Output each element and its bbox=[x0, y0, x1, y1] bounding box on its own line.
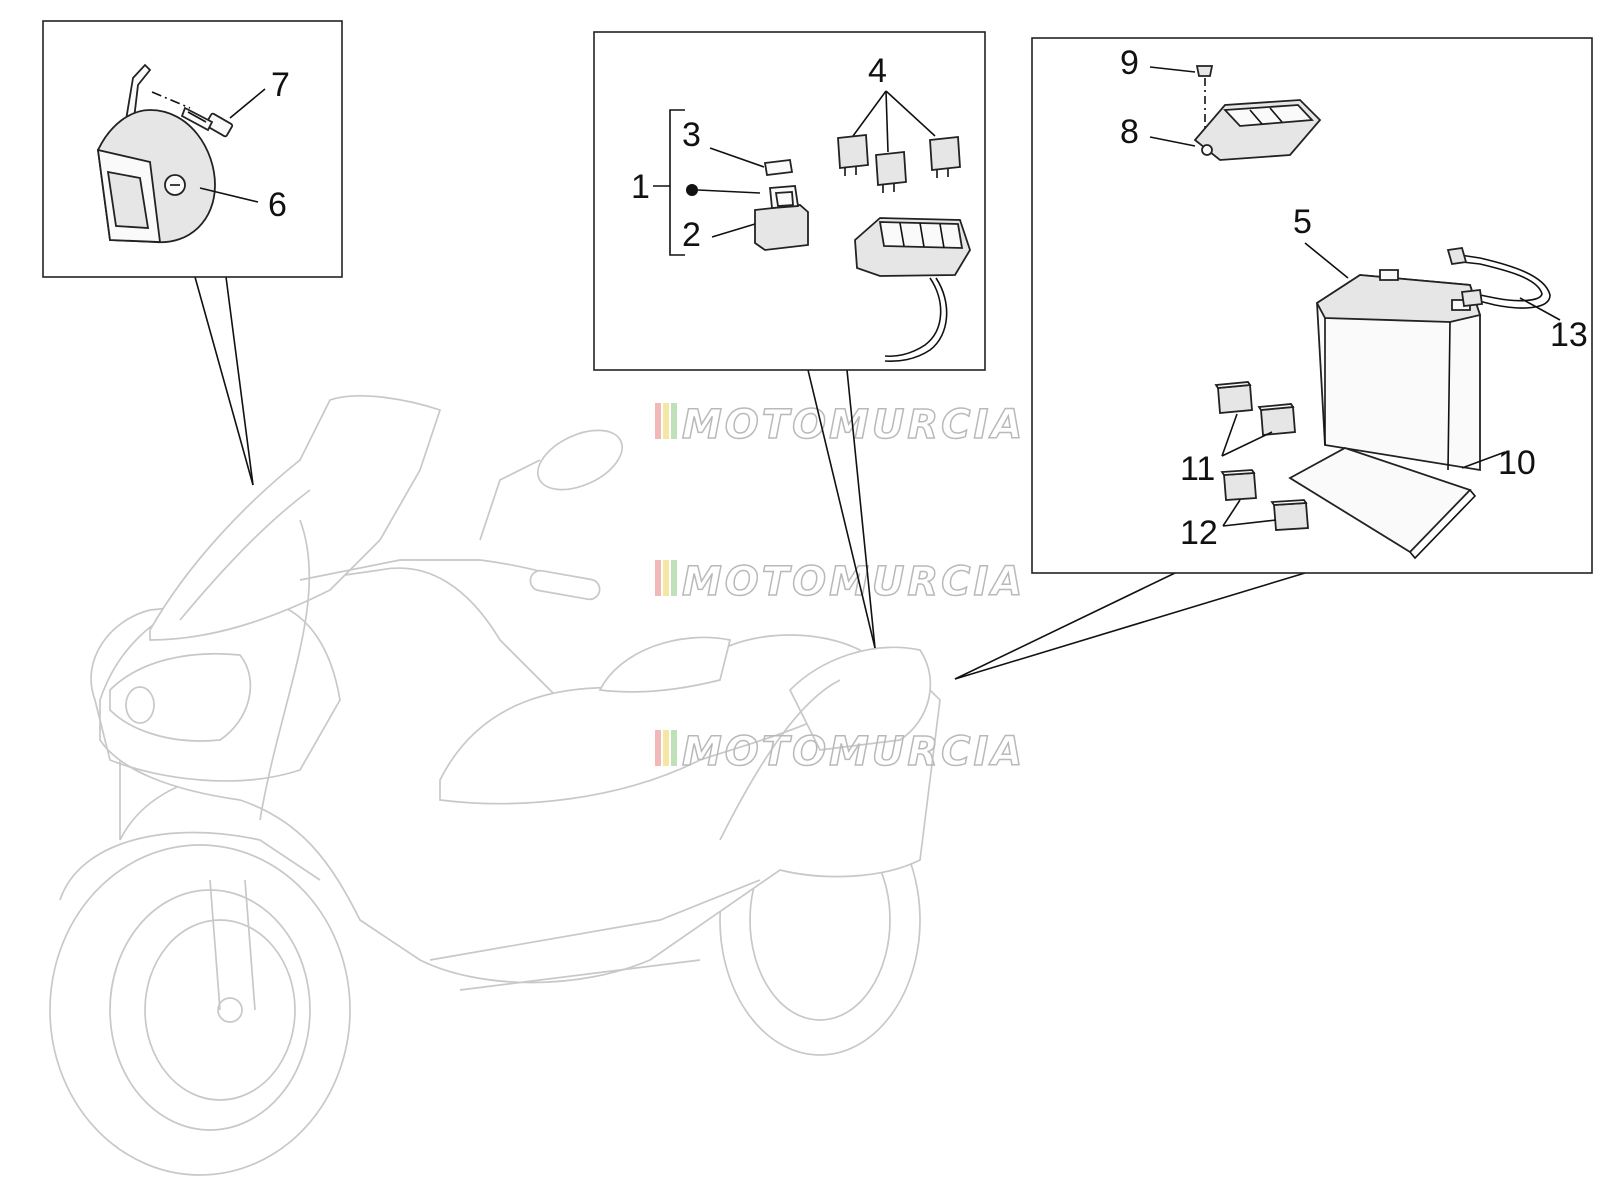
callout-13: 13 bbox=[1550, 316, 1588, 354]
callout-4: 4 bbox=[868, 52, 887, 90]
fuse-holder-2 bbox=[754, 185, 809, 251]
battery-5 bbox=[1315, 269, 1482, 472]
watermark-text: MOTOMURCIA bbox=[682, 729, 1025, 775]
pads-11 bbox=[1214, 381, 1296, 436]
callout-8: 8 bbox=[1120, 113, 1139, 151]
callout-5: 5 bbox=[1293, 203, 1312, 241]
callout-7: 7 bbox=[271, 66, 290, 104]
cover-8 bbox=[1193, 99, 1322, 161]
kit-marker bbox=[686, 184, 698, 196]
battery-panel: 9 8 5 13 bbox=[1031, 37, 1593, 574]
cable-13 bbox=[1446, 246, 1551, 309]
callout-3: 3 bbox=[682, 116, 701, 154]
callout-12: 12 bbox=[1180, 514, 1218, 552]
scooter-illustration bbox=[49, 395, 941, 1176]
callout-1: 1 bbox=[631, 168, 650, 206]
relay-1 bbox=[837, 134, 869, 176]
callout-2: 2 bbox=[682, 216, 701, 254]
callout-6: 6 bbox=[268, 186, 287, 224]
fuse-box bbox=[854, 217, 971, 363]
watermark-2: MOTOMURCIA bbox=[655, 558, 1025, 606]
watermark-1: MOTOMURCIA bbox=[655, 401, 1023, 449]
fuse-3 bbox=[763, 159, 794, 176]
callout-10: 10 bbox=[1498, 444, 1536, 482]
pads-12 bbox=[1220, 469, 1309, 531]
fuse-relay-panel: 1 3 2 4 bbox=[593, 31, 986, 371]
bolt-7 bbox=[180, 106, 234, 138]
callout-11: 11 bbox=[1180, 450, 1215, 488]
relay-3 bbox=[929, 136, 961, 178]
leader-lines bbox=[194, 276, 1306, 680]
horn-panel: 7 6 bbox=[42, 20, 343, 278]
watermark-text: MOTOMURCIA bbox=[682, 559, 1025, 605]
screw-9 bbox=[1195, 65, 1214, 77]
watermark-3: MOTOMURCIA bbox=[655, 728, 1025, 776]
relay-2 bbox=[875, 151, 907, 193]
callout-9: 9 bbox=[1120, 44, 1139, 82]
